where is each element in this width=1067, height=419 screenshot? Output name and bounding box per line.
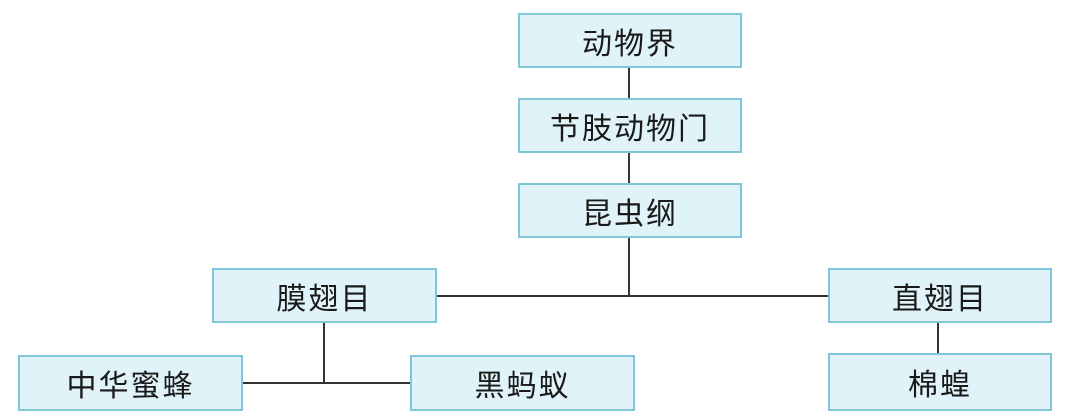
connector-kingdom-phylum bbox=[628, 68, 630, 98]
connector-phylum-class bbox=[628, 153, 630, 183]
species-chinese-honeybee-box: 中华蜜蜂 bbox=[18, 355, 243, 411]
phylum-box: 节肢动物门 bbox=[518, 98, 742, 153]
species-black-ant-label: 黑蚂蚁 bbox=[474, 369, 571, 404]
kingdom-label: 动物界 bbox=[582, 26, 678, 62]
species-cotton-locust-box: 棉蝗 bbox=[828, 353, 1052, 411]
class-box: 昆虫纲 bbox=[518, 183, 742, 238]
order-orthoptera-box: 直翅目 bbox=[828, 268, 1052, 323]
connector-hymenoptera-species-horizontal bbox=[243, 382, 410, 384]
order-hymenoptera-label: 膜翅目 bbox=[276, 281, 373, 317]
species-cotton-locust-label: 棉蝗 bbox=[908, 368, 972, 403]
kingdom-box: 动物界 bbox=[518, 13, 742, 68]
connector-hymenoptera-species bbox=[323, 323, 325, 383]
class-label: 昆虫纲 bbox=[582, 196, 678, 232]
phylum-label: 节肢动物门 bbox=[550, 111, 710, 147]
connector-class-orders bbox=[628, 238, 630, 296]
species-black-ant-box: 黑蚂蚁 bbox=[410, 355, 635, 411]
species-chinese-honeybee-label: 中华蜜蜂 bbox=[66, 369, 195, 404]
connector-orthoptera-species bbox=[937, 323, 939, 353]
order-hymenoptera-box: 膜翅目 bbox=[212, 268, 437, 323]
connector-orders-horizontal bbox=[437, 295, 828, 297]
order-orthoptera-label: 直翅目 bbox=[892, 281, 988, 317]
